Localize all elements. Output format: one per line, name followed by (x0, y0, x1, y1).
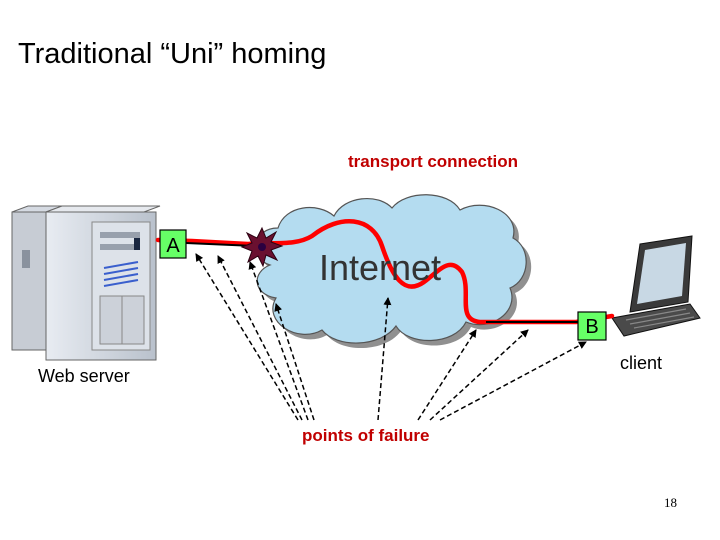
server-icon (11, 205, 161, 361)
node-b: B (577, 311, 607, 341)
node-a: A (159, 229, 187, 259)
failure-arrows (195, 253, 587, 421)
failure-arrow-5 (377, 297, 392, 421)
slide-title: Traditional “Uni” homing (18, 38, 327, 70)
failure-arrow-1 (195, 253, 299, 421)
laptop-icon (611, 235, 701, 337)
client-label: client (620, 353, 662, 373)
web-server-label: Web server (38, 366, 130, 386)
node-b-label: B (585, 316, 598, 338)
node-a-label: A (166, 235, 180, 257)
failure-arrow-7 (429, 329, 529, 421)
failure-arrow-4 (274, 303, 315, 421)
explosion-core (258, 243, 266, 251)
failure-arrow-8 (439, 341, 587, 421)
transport-connection-label: transport connection (348, 152, 518, 171)
transport-connection-path (155, 219, 615, 325)
internet-label: Internet (319, 247, 441, 288)
page-number: 18 (664, 495, 677, 510)
failure-arrow-2 (217, 255, 303, 421)
points-of-failure-label: points of failure (302, 426, 430, 445)
server-link (185, 242, 257, 247)
failure-arrow-6 (417, 329, 477, 421)
failure-arrow-3 (248, 261, 309, 421)
